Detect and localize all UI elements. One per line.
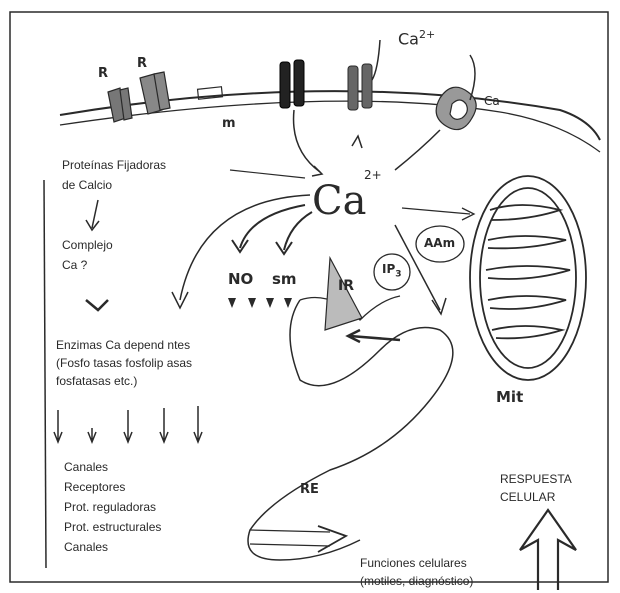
- dark-channel: [280, 60, 304, 108]
- arrow-ca-mito: [402, 208, 470, 214]
- target-label-3: Prot. reguladoras: [64, 500, 156, 514]
- endoplasmic-reticulum: [248, 300, 453, 560]
- respuesta-label-2: CELULAR: [500, 490, 555, 504]
- respuesta-label-1: RESPUESTA: [500, 472, 572, 486]
- ca-top-text: Ca: [398, 29, 419, 48]
- er-label: RE: [300, 482, 319, 497]
- ca-center-label: Ca: [312, 178, 366, 224]
- complejo-label-1: Complejo: [62, 238, 113, 252]
- m-label: m: [222, 116, 236, 131]
- mit-label: Mit: [496, 388, 523, 406]
- ir-label: IR: [338, 278, 354, 294]
- mitochondrion: [470, 176, 586, 380]
- arrow-channel-to-ca: [294, 110, 320, 172]
- arrow-pump-left: [395, 130, 440, 170]
- sm-label: sm: [272, 270, 297, 288]
- gray-channel: [348, 64, 372, 110]
- arrow-to-funciones-1: [250, 530, 330, 532]
- funciones-label-1: Funciones celulares: [360, 556, 467, 570]
- target-label-2: Receptores: [64, 480, 125, 494]
- calcium-pump: [436, 87, 476, 129]
- enzimas-label-2: (Fosfo tasas fosfolip asas: [56, 356, 192, 370]
- ip3-sub: 3: [395, 269, 401, 279]
- ca-right-label: Ca: [484, 94, 500, 108]
- receptor-label-2: R: [137, 56, 147, 71]
- ca-mid-sup: 2+: [364, 168, 382, 182]
- receptor-1: [108, 88, 132, 122]
- funciones-label-2: (motiles, diagnóstico): [360, 574, 473, 588]
- receptor-label-1: R: [98, 66, 108, 81]
- ip3-text: IP: [382, 262, 395, 276]
- target-label-5: Canales: [64, 540, 108, 554]
- target-label-4: Prot. estructurales: [64, 520, 161, 534]
- proteins-label-1: Proteínas Fijadoras: [62, 158, 166, 172]
- enzimas-label-3: fosfatasas etc.): [56, 374, 137, 388]
- no-sm-arrows: [228, 298, 292, 308]
- aam-label: AAm: [424, 236, 455, 250]
- respuesta-arrow: [520, 510, 576, 590]
- arrow-pump-up: [470, 55, 475, 100]
- enzimas-label-1: Enzimas Ca depend ntes: [56, 338, 190, 352]
- target-label-1: Canales: [64, 460, 108, 474]
- ir-channel: [325, 258, 362, 330]
- arrow-complejo-enzimas: [86, 300, 108, 310]
- enzimas-down-arrows: [54, 406, 202, 442]
- arrow-to-funciones-2: [250, 544, 330, 546]
- line-proteins-ca: [230, 170, 305, 178]
- arrow-ca-sm: [284, 212, 312, 250]
- arrow-ca-top: [372, 40, 380, 80]
- receptor-2: [140, 72, 170, 114]
- complejo-label-2: Ca ?: [62, 258, 87, 272]
- ca-top-sup: 2+: [419, 28, 435, 41]
- proteins-label-2: de Calcio: [62, 178, 112, 192]
- cell-membrane-inner: [60, 101, 600, 152]
- ca-top-label: Ca2+: [398, 28, 435, 48]
- ip3-label: IP3: [382, 262, 402, 279]
- left-bracket-line: [44, 180, 46, 568]
- no-label: NO: [228, 270, 253, 288]
